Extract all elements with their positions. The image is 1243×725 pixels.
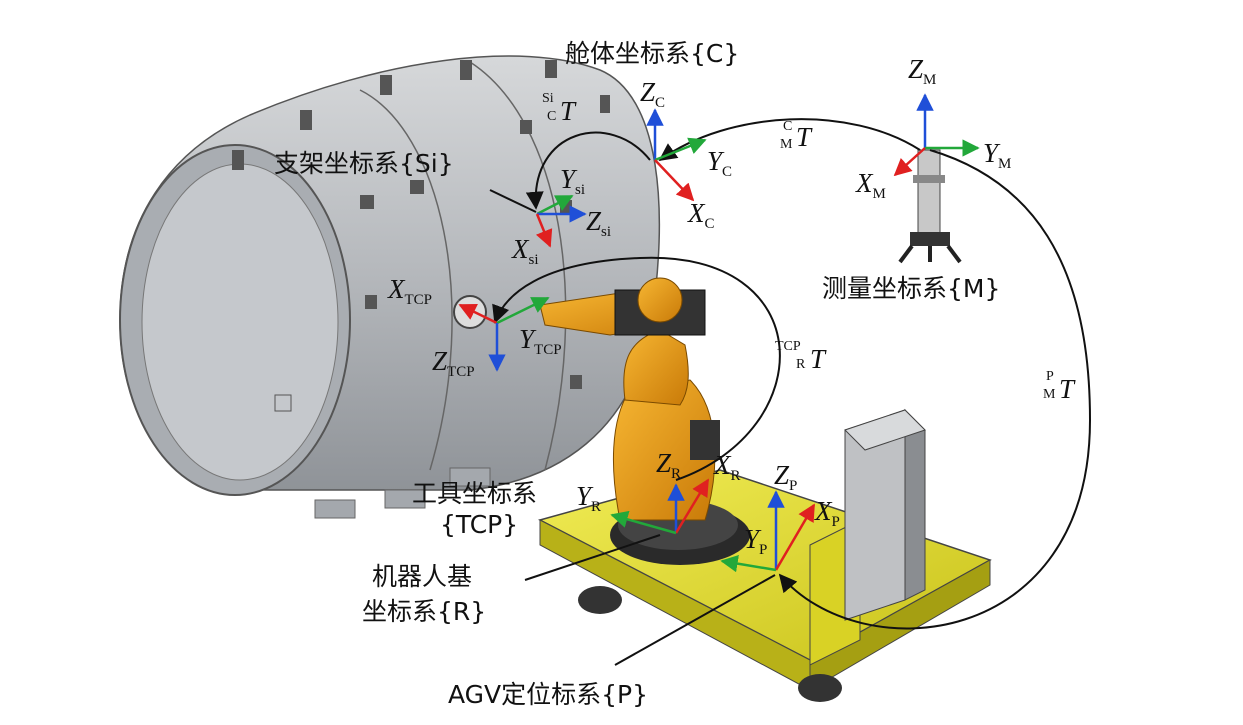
axis-label-XP: XP <box>814 496 840 530</box>
label-robot-frame-1: 机器人基 <box>372 562 472 591</box>
axis-label-XM: XM <box>855 168 886 202</box>
transform-label-CM: C M T <box>780 119 813 152</box>
label-bracket-frame: 支架坐标系{Si} <box>274 149 454 178</box>
axis-label-ZR: ZR <box>656 448 681 482</box>
leader-agv <box>614 574 776 666</box>
frame-C <box>646 108 707 202</box>
frame-R <box>610 478 710 535</box>
leader-robot <box>524 534 661 581</box>
svg-text:M: M <box>1043 387 1056 402</box>
axis-label-Xsi: Xsi <box>511 234 539 268</box>
label-tool-frame-1: 工具坐标系 <box>412 479 537 508</box>
label-robot-frame-2: 坐标系{R} <box>362 597 486 626</box>
svg-text:T: T <box>810 344 827 374</box>
svg-text:TCP: TCP <box>775 339 801 354</box>
transform-label-TCPR: TCP R T <box>775 339 827 374</box>
cabin-cylinder <box>119 55 661 519</box>
measuring-device <box>898 149 962 264</box>
label-measure-frame: 测量坐标系{M} <box>822 274 1000 303</box>
svg-text:T: T <box>560 96 577 126</box>
svg-text:T: T <box>1059 374 1076 404</box>
axis-label-XR: XR <box>713 450 741 484</box>
axis-label-ZP: ZP <box>774 460 797 494</box>
leader-bracket <box>489 189 537 213</box>
transform-label-SiC: Si C T <box>542 91 577 126</box>
label-agv-frame: AGV定位标系{P} <box>448 680 648 709</box>
arc-agv-to-measure <box>778 149 1092 630</box>
label-cabin-frame: 舱体坐标系{C} <box>565 39 739 68</box>
svg-text:C: C <box>783 119 792 134</box>
label-tool-frame-2: {TCP} <box>440 510 518 539</box>
axis-label-XTCP: XTCP <box>387 274 432 308</box>
axis-label-YR: YR <box>576 481 601 515</box>
svg-text:C: C <box>547 109 556 124</box>
axis-label-YTCP: YTCP <box>519 324 562 358</box>
axis-label-Zsi: Zsi <box>586 206 611 240</box>
axis-label-YC: YC <box>707 146 732 180</box>
svg-text:Si: Si <box>542 91 554 106</box>
frame-Si <box>535 194 587 248</box>
axis-label-ZM: ZM <box>908 54 936 88</box>
transform-label-PM: P M T <box>1043 369 1076 404</box>
svg-text:P: P <box>1046 369 1054 384</box>
axis-label-YP: YP <box>744 524 767 558</box>
axis-label-XC: XC <box>687 198 715 232</box>
axis-label-Ysi: Ysi <box>560 164 585 198</box>
arc-robot-to-tcp <box>492 256 781 481</box>
axis-label-ZC: ZC <box>640 77 665 111</box>
frame-P <box>720 490 816 573</box>
axis-label-ZTCP: ZTCP <box>432 346 475 380</box>
svg-text:R: R <box>796 357 806 372</box>
arc-cabin-to-bracket <box>525 131 651 210</box>
axis-label-YM: YM <box>983 138 1011 172</box>
svg-text:M: M <box>780 137 793 152</box>
svg-text:T: T <box>796 122 813 152</box>
industrial-robot <box>539 277 750 565</box>
frame-M <box>893 93 980 177</box>
frame-TCP <box>458 296 550 372</box>
